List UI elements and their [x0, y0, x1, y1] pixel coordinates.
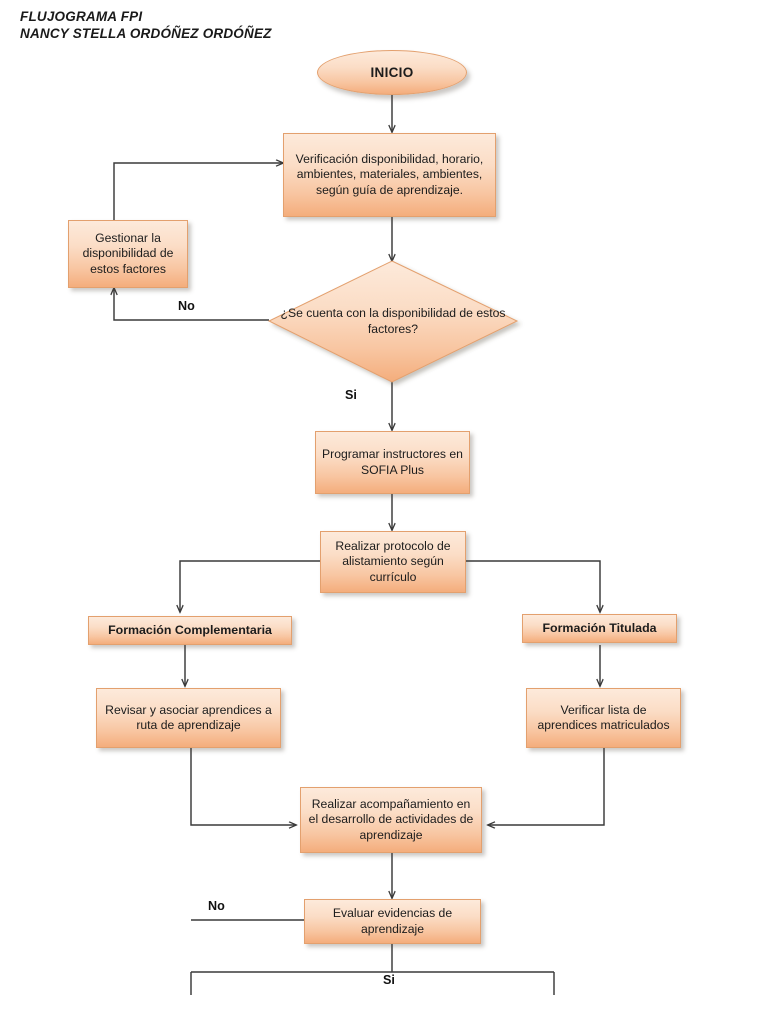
title-line-2: NANCY STELLA ORDÓÑEZ ORDÓÑEZ [20, 26, 272, 41]
node-inicio-label: INICIO [370, 64, 414, 80]
node-inicio[interactable]: INICIO [317, 50, 467, 95]
edge-revisar-acompanamiento [190, 748, 296, 825]
edge-gestionar-verificacion [113, 163, 283, 220]
edge-label-si-evaluar: Si [383, 973, 395, 987]
edge-label-no-decision: No [178, 299, 195, 313]
node-realizar-acompanamiento[interactable]: Realizar acompañamiento en el desarrollo… [300, 787, 482, 853]
node-decision-disponibilidad[interactable]: ¿Se cuenta con la disponibilidad de esto… [269, 261, 517, 382]
node-titulada-label: Formación Titulada [542, 620, 657, 635]
title-line-1: FLUJOGRAMA FPI [20, 9, 143, 24]
node-evaluar-label: Evaluar evidencias de aprendizaje [332, 906, 453, 936]
node-evaluar-evidencias[interactable]: Evaluar evidencias de aprendizaje [304, 899, 481, 944]
node-verificacion-disponibilidad[interactable]: Verificación disponibilidad, horario, am… [283, 133, 496, 217]
node-complementaria-label: Formación Complementaria [108, 622, 272, 637]
node-realizar-protocolo[interactable]: Realizar protocolo de alistamiento según… [320, 531, 466, 593]
node-verificarlista-label: Verificar lista de aprendices matriculad… [537, 702, 670, 732]
node-programar-instructores[interactable]: Programar instructores en SOFIA Plus [315, 431, 470, 494]
edge-label-no-evaluar: No [208, 899, 225, 913]
edge-verificarlista-acompanamiento [488, 748, 605, 825]
node-programar-label: Programar instructores en SOFIA Plus [322, 447, 463, 477]
page-title: FLUJOGRAMA FPI NANCY STELLA ORDÓÑEZ ORDÓ… [20, 8, 272, 42]
edge-protocolo-complementaria [180, 560, 320, 612]
node-verificacion-label: Verificación disponibilidad, horario, am… [295, 151, 484, 197]
node-revisar-label: Revisar y asociar aprendices a ruta de a… [105, 702, 272, 732]
edge-label-si-decision: Si [345, 388, 357, 402]
edge-protocolo-titulada [466, 560, 600, 612]
node-formacion-complementaria[interactable]: Formación Complementaria [88, 616, 292, 645]
node-gestionar-disponibilidad[interactable]: Gestionar la disponibilidad de estos fac… [68, 220, 188, 288]
node-formacion-titulada[interactable]: Formación Titulada [522, 614, 677, 643]
node-decision-label: ¿Se cuenta con la disponibilidad de esto… [280, 306, 506, 336]
node-gestionar-label: Gestionar la disponibilidad de estos fac… [82, 230, 174, 276]
node-revisar-asociar-aprendices[interactable]: Revisar y asociar aprendices a ruta de a… [96, 688, 281, 748]
node-acompanamiento-label: Realizar acompañamiento en el desarrollo… [308, 796, 474, 842]
node-verificar-lista-aprendices[interactable]: Verificar lista de aprendices matriculad… [526, 688, 681, 748]
node-protocolo-label: Realizar protocolo de alistamiento según… [335, 538, 451, 584]
